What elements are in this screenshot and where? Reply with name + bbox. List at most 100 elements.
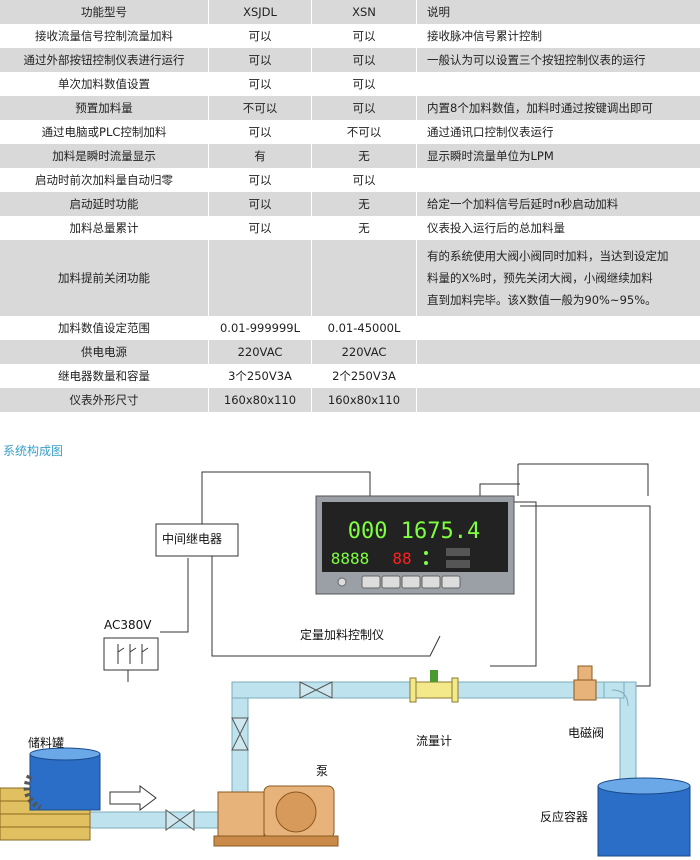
table-cell: 说明 [416, 0, 700, 24]
table-cell [416, 316, 700, 340]
table-row: 通过电脑或PLC控制加料可以不可以通过通讯口控制仪表运行 [0, 120, 700, 144]
ball-valve-lower [165, 809, 195, 831]
table-row: 启动时前次加料量自动归零可以可以 [0, 168, 700, 192]
controller-main-display: 000 1675.4 [348, 519, 480, 544]
table-cell: 启动时前次加料量自动归零 [0, 168, 209, 192]
table-cell: 通过电脑或PLC控制加料 [0, 120, 209, 144]
table-cell: 可以 [208, 24, 312, 48]
table-cell: 可以 [311, 48, 417, 72]
table-cell: 可以 [208, 120, 312, 144]
table-cell: 可以 [311, 24, 417, 48]
table-cell: 加料提前关闭功能 [0, 240, 209, 316]
table-row: 通过外部按钮控制仪表进行运行可以可以一般认为可以设置三个按钮控制仪表的运行 [0, 48, 700, 72]
storage-tank-label: 储料罐 [28, 736, 65, 750]
table-cell: 有 [208, 144, 312, 168]
table-cell: 可以 [311, 72, 417, 96]
table-cell: 单次加料数值设置 [0, 72, 209, 96]
table-cell: 接收脉冲信号累计控制 [416, 24, 700, 48]
table-cell: 220VAC [208, 340, 312, 364]
note-line: 直到加料完毕。该X数值一般为90%~95%。 [427, 293, 657, 307]
table-cell: 160x80x110 [311, 388, 417, 412]
system-diagram: 000 1675.4 8888 88 [0, 463, 691, 857]
table-cell: XSN [311, 0, 417, 24]
table-cell: 一般认为可以设置三个按钮控制仪表的运行 [416, 48, 700, 72]
ball-valve-vertical [231, 717, 249, 751]
table-cell: 仪表外形尺寸 [0, 388, 209, 412]
table-cell: 可以 [208, 72, 312, 96]
table-cell: 内置8个加料数值，加料时通过按键调出即可 [416, 96, 700, 120]
wiring [127, 463, 651, 687]
table-cell: 不可以 [208, 96, 312, 120]
solenoid-valve [573, 665, 597, 701]
table-cell: 可以 [311, 168, 417, 192]
table-cell: 通过通讯口控制仪表运行 [416, 120, 700, 144]
table-cell [416, 72, 700, 96]
controller-sub-display-red: 88 [392, 549, 411, 568]
table-cell: 不可以 [311, 120, 417, 144]
note-line: 料量的X%时，预先关闭大阀，小阀继续加料 [427, 271, 653, 285]
table-cell: 无 [311, 144, 417, 168]
table-cell: 可以 [208, 168, 312, 192]
table-cell [208, 240, 312, 316]
controller-label: 定量加料控制仪 [300, 628, 385, 642]
table-cell: 3个250V3A [208, 364, 312, 388]
table-row: 加料总量累计可以无仪表投入运行后的总加料量 [0, 216, 700, 240]
table-cell: 2个250V3A [311, 364, 417, 388]
table-cell: 220VAC [311, 340, 417, 364]
relay-box [155, 523, 239, 557]
table-cell: 可以 [311, 96, 417, 120]
table-cell: 加料总量累计 [0, 216, 209, 240]
ac380v-switch [103, 637, 159, 671]
table-cell: 通过外部按钮控制仪表进行运行 [0, 48, 209, 72]
ac380v-label: AC380V [104, 618, 152, 632]
solenoid-valve-label: 电磁阀 [568, 726, 605, 740]
table-cell: XSJDL [208, 0, 312, 24]
table-cell: 160x80x110 [208, 388, 312, 412]
table-cell: 启动延时功能 [0, 192, 209, 216]
table-cell: 功能型号 [0, 0, 209, 24]
table-row: 接收流量信号控制流量加料可以可以接收脉冲信号累计控制 [0, 24, 700, 48]
storage-tank [0, 747, 101, 841]
table-cell: 加料是瞬时流量显示 [0, 144, 209, 168]
table-row: 启动延时功能可以无给定一个加料信号后延时n秒启动加料 [0, 192, 700, 216]
table-cell: 显示瞬时流量单位为LPM [416, 144, 700, 168]
table-cell: 供电电源 [0, 340, 209, 364]
table-row: 预置加料量不可以可以内置8个加料数值，加料时通过按键调出即可 [0, 96, 700, 120]
table-cell [416, 388, 700, 412]
table-row: 加料是瞬时流量显示有无显示瞬时流量单位为LPM [0, 144, 700, 168]
ball-valve-horizontal [299, 681, 333, 699]
table-row: 单次加料数值设置可以可以 [0, 72, 700, 96]
reactor-vessel [597, 777, 691, 857]
table-cell [416, 364, 700, 388]
table-cell: 可以 [208, 48, 312, 72]
table-cell [311, 240, 417, 316]
table-cell: 0.01-999999L [208, 316, 312, 340]
table-row: 加料提前关闭功能有的系统使用大阀小阀同时加料，当达到设定加料量的X%时，预先关闭… [0, 240, 700, 316]
pump [213, 785, 339, 847]
table-cell: 加料数值设定范围 [0, 316, 209, 340]
table-cell: 给定一个加料信号后延时n秒启动加料 [416, 192, 700, 216]
flowmeter [409, 670, 459, 703]
table-cell: 仪表投入运行后的总加料量 [416, 216, 700, 240]
pump-label: 泵 [316, 764, 329, 778]
table-cell: 继电器数量和容量 [0, 364, 209, 388]
relay-label: 中间继电器 [162, 532, 223, 546]
flowmeter-label: 流量计 [416, 734, 453, 748]
reactor-label: 反应容器 [540, 810, 589, 824]
controller-sub-display-green: 8888 [331, 549, 370, 568]
table-cell [416, 340, 700, 364]
section-title: 系统构成图 [3, 444, 64, 458]
table-cell: 接收流量信号控制流量加料 [0, 24, 209, 48]
table-cell: 可以 [208, 216, 312, 240]
table-cell: 预置加料量 [0, 96, 209, 120]
table-cell: 无 [311, 216, 417, 240]
table-cell: 0.01-45000L [311, 316, 417, 340]
table-cell: 可以 [208, 192, 312, 216]
table-cell: 无 [311, 192, 417, 216]
